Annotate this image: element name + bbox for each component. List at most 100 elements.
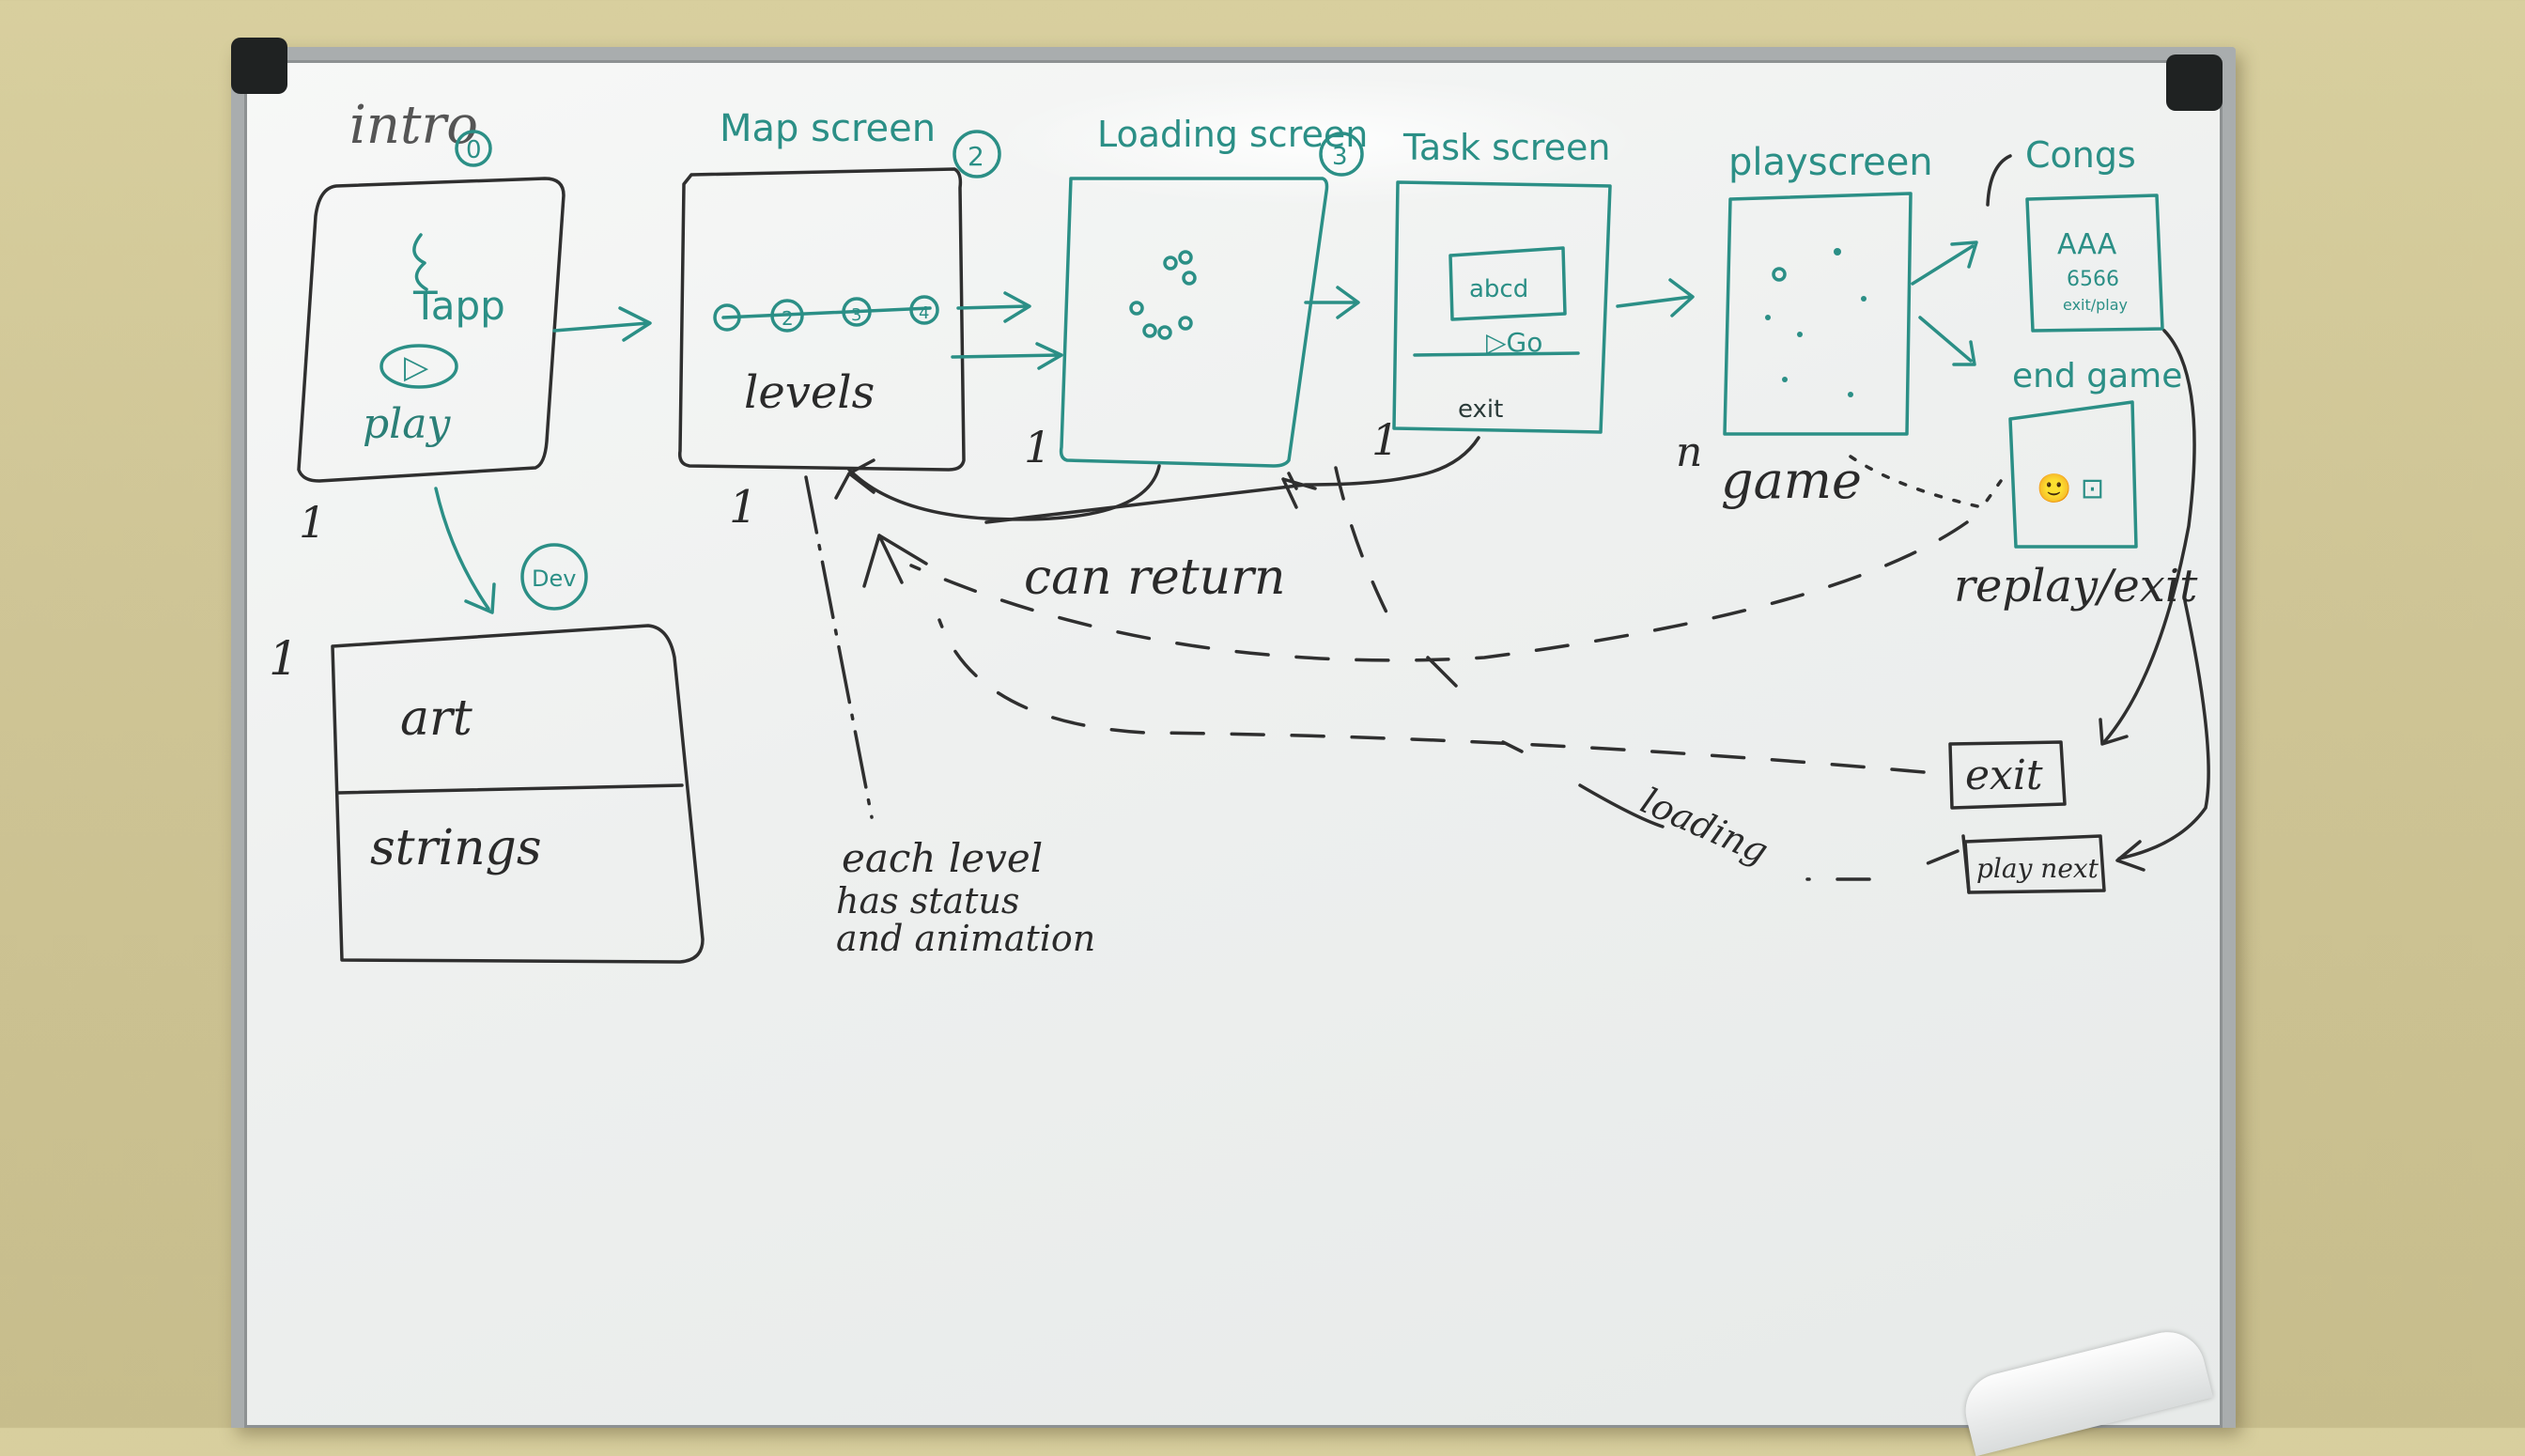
map-frame <box>677 167 966 472</box>
dashed-exit-to-map <box>937 618 1926 774</box>
replay-exit-label: replay/exit <box>1954 560 2198 612</box>
map-levels-label: levels <box>744 366 875 419</box>
finger-icon <box>412 233 428 291</box>
level-node-4[interactable] <box>909 295 939 325</box>
loading-circle-label: 3 <box>1332 143 1348 171</box>
arrowhead-replay <box>862 534 928 588</box>
level-note-line-3: and animation <box>836 918 1095 959</box>
assets-count: 1 <box>269 631 299 686</box>
assets-circle-label: Dev <box>532 565 576 592</box>
intro-screen[interactable]: intro 0 Tapp ▷ play 1 <box>297 95 565 548</box>
task-box <box>1448 246 1567 321</box>
endgame-title: end game <box>2012 357 2182 395</box>
play-button-icon[interactable] <box>380 344 458 389</box>
level-path <box>721 306 932 319</box>
endgame-icons: 🙂 ⊡ <box>2037 472 2104 505</box>
task-divider <box>1413 351 1580 357</box>
arrow-congrats-to-exit <box>2099 329 2196 746</box>
level-note-line-2: has status <box>836 880 1019 922</box>
task-count: 1 <box>1371 414 1399 465</box>
level-node-3[interactable] <box>842 297 872 327</box>
loading-screen[interactable]: Loading screen 3 1 <box>1024 114 1368 472</box>
note-leader-line <box>804 475 874 819</box>
congrats-frame <box>2025 194 2164 333</box>
assets-art: art <box>400 690 472 747</box>
arrow-task-back-to-map <box>984 436 1480 524</box>
congrats-screen[interactable]: Congs AAA 6566 exit/play <box>2025 134 2164 333</box>
loading-label: loading <box>1634 780 1774 872</box>
assets-circle <box>520 543 588 611</box>
play-next-button-label: play next <box>1976 853 2099 884</box>
level-node-2-label: 2 <box>782 307 794 330</box>
task-screen[interactable]: Task screen abcd ▷Go exit 1 <box>1371 127 1612 465</box>
task-frame <box>1392 180 1612 434</box>
congrats-exit-play[interactable]: exit/play <box>2063 296 2128 314</box>
dashed-replay-to-map <box>909 520 1969 662</box>
task-title: Task screen <box>1402 127 1610 168</box>
dashed-play-next <box>1805 849 1960 881</box>
task-go-button[interactable]: ▷Go <box>1486 327 1542 358</box>
can-return-label: can return <box>1024 550 1286 606</box>
arrow-map-to-loading <box>956 291 1031 323</box>
assets-strings: strings <box>370 820 542 876</box>
intro-play-label: play <box>363 400 451 448</box>
game-dots <box>1765 248 1867 397</box>
map-count: 1 <box>729 481 758 534</box>
dash-ticks <box>1426 656 1524 753</box>
arrow-map-to-loading-2 <box>951 342 1063 370</box>
arrow-play-to-congrats <box>1911 240 1978 286</box>
play-game-label: game <box>1721 451 1862 510</box>
frame-corner-right <box>2166 54 2223 111</box>
map-circle <box>953 130 1001 178</box>
frame-corner-left <box>231 38 287 94</box>
play-count: n <box>1676 428 1702 476</box>
arrow-play-to-endgame <box>1918 316 1976 366</box>
level-node-4-label: 4 <box>919 303 929 323</box>
intro-count: 1 <box>299 497 326 548</box>
congrats-stars: AAA <box>2057 228 2117 261</box>
intro-circle <box>455 130 492 167</box>
level-note-line-1: each level <box>842 835 1043 881</box>
level-node-2[interactable] <box>770 299 804 333</box>
play-screen[interactable]: playscreen n game <box>1676 141 1933 510</box>
map-screen[interactable]: Map screen 2 2 3 4 levels 1 <box>677 107 1001 534</box>
arrow-intro-to-assets <box>434 487 496 614</box>
arrow-endgame-to-playnext <box>2115 599 2210 872</box>
play-next-button[interactable]: play next <box>1961 834 2106 894</box>
arrow-loading-to-task <box>1304 286 1360 319</box>
congrats-title: Congs <box>2025 134 2136 176</box>
task-box-label: abcd <box>1469 275 1528 303</box>
intro-title: intro <box>349 95 478 156</box>
arrow-intro-to-map <box>552 306 652 342</box>
level-node-1[interactable] <box>713 303 741 332</box>
exit-button[interactable]: exit <box>1948 740 2067 810</box>
intro-tap: Tapp <box>412 283 505 329</box>
assets-frame <box>331 624 705 964</box>
intro-circle-label: 0 <box>466 136 482 164</box>
whiteboard <box>231 47 2236 1428</box>
endgame-frame <box>2008 400 2138 549</box>
level-node-3-label: 3 <box>851 305 861 325</box>
loading-frame <box>1059 177 1329 468</box>
arrow-task-to-play <box>1616 278 1695 318</box>
map-circle-label: 2 <box>968 141 984 172</box>
loading-underline <box>1578 783 1665 829</box>
play-title: playscreen <box>1728 141 1933 184</box>
map-title: Map screen <box>720 107 936 150</box>
intro-frame <box>297 177 565 483</box>
task-exit-button[interactable]: exit <box>1458 395 1503 424</box>
play-button-glyph: ▷ <box>404 349 429 386</box>
arrow-loading-back-to-map <box>847 464 1161 521</box>
arrowhead-map-return <box>834 458 875 500</box>
dashed-loading-return <box>1287 466 1392 622</box>
assets-divider <box>336 783 684 795</box>
congrats-tick <box>1986 154 2012 207</box>
play-frame <box>1723 192 1913 436</box>
loading-title: Loading screen <box>1097 114 1368 155</box>
exit-button-label: exit <box>1965 751 2043 799</box>
endgame-screen[interactable]: end game 🙂 ⊡ <box>2008 357 2182 549</box>
loading-circle <box>1319 132 1364 177</box>
assets-box: Dev 1 art strings <box>269 543 705 964</box>
arrowhead-loading-return <box>1281 477 1317 509</box>
